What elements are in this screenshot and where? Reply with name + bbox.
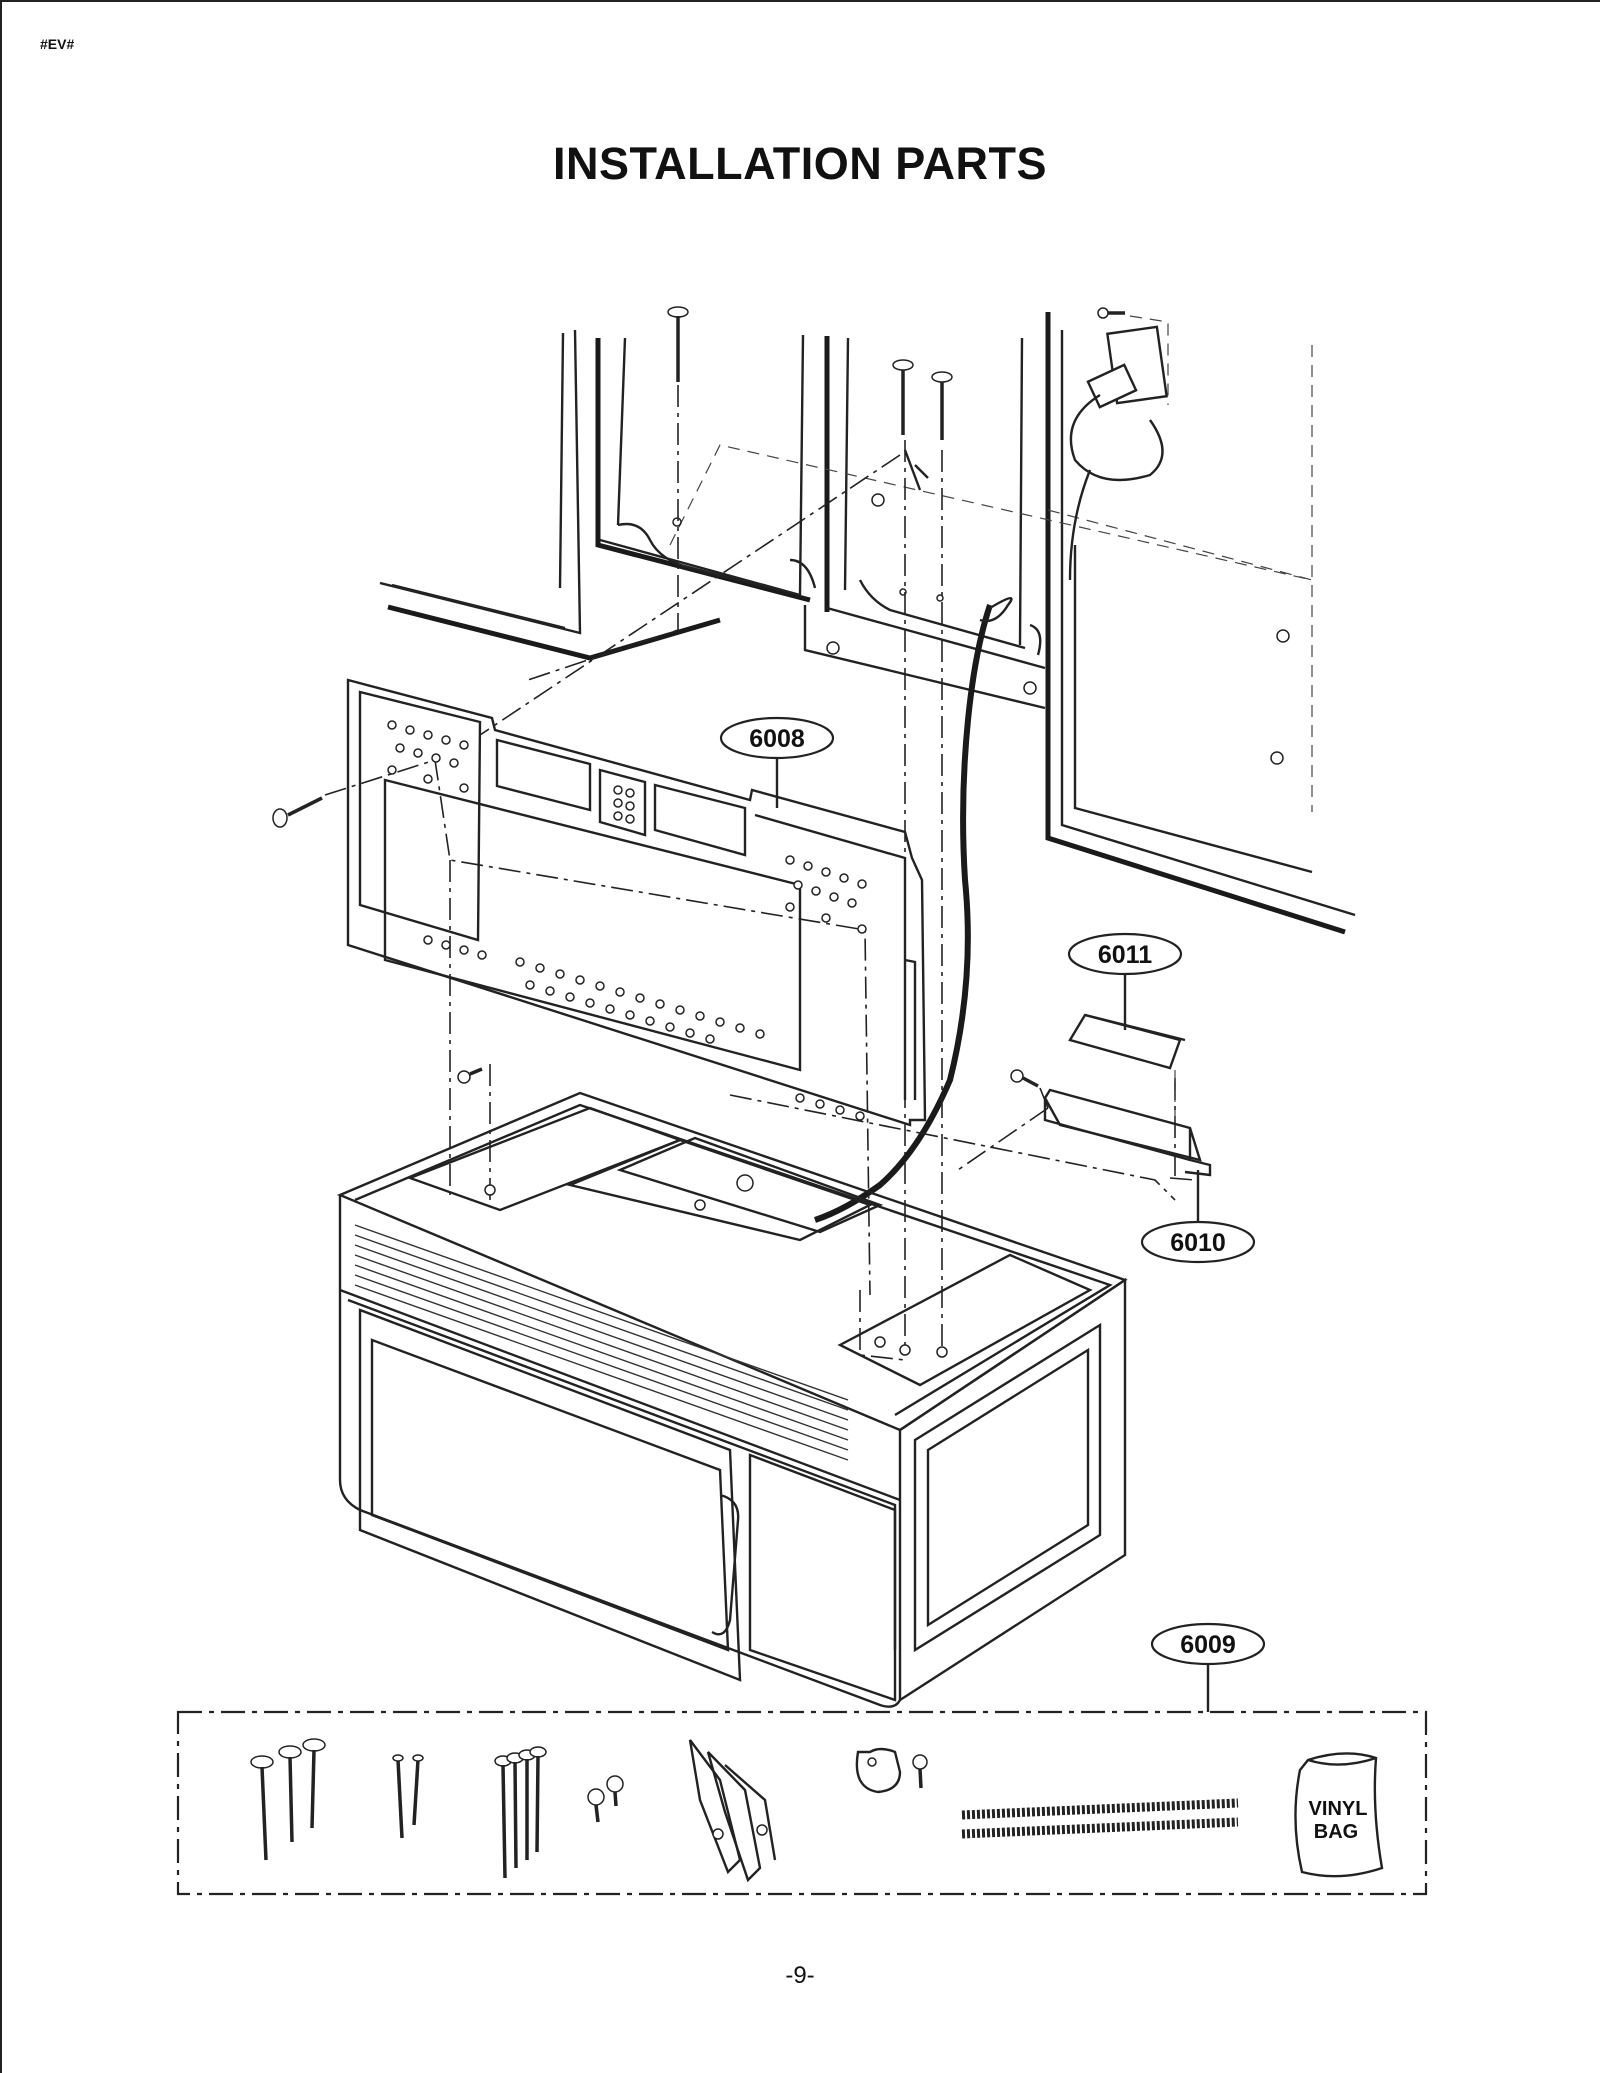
document-code: #EV#: [40, 36, 75, 52]
part-number-6009: 6009: [1180, 1631, 1236, 1659]
anchor-plugs-icon: [392, 1754, 424, 1839]
plate-holes: [387, 720, 867, 1121]
bag-label-line2: BAG: [1314, 1821, 1358, 1843]
callout-6009: 6009: [1150, 1622, 1266, 1712]
wall-cabinets: [379, 312, 1356, 935]
part-number-6011: 6011: [1098, 941, 1152, 969]
installation-kit: VINYL BAG: [176, 1710, 1428, 1896]
toggle-wings-icon: [688, 1739, 777, 1883]
callout-6010: 6010: [1140, 1170, 1256, 1264]
bag-label-line1: VINYL: [1309, 1798, 1368, 1820]
top-mounting-screws: [272, 306, 1039, 1088]
foam-strips-icon: [961, 1798, 1239, 1839]
callout-6008: 6008: [719, 716, 835, 808]
part-number-6008: 6008: [749, 725, 805, 753]
toggle-bolts-icon: [494, 1746, 547, 1879]
page-title: INSTALLATION PARTS: [553, 138, 1047, 189]
power-cord: [814, 307, 1169, 1223]
mounting-plate: [346, 678, 927, 1127]
damper-and-duct: [1043, 1013, 1212, 1177]
part-number-6010: 6010: [1170, 1229, 1226, 1257]
vinyl-bag-icon: VINYL BAG: [1294, 1752, 1384, 1878]
cord-clamp-icon: [855, 1747, 928, 1794]
microwave-oven: [336, 1091, 1128, 1708]
wood-screws-icon: [250, 1738, 326, 1861]
page-number: -9-: [785, 1962, 815, 1989]
callout-6011: 6011: [1067, 932, 1183, 1030]
small-screws-icon: [587, 1775, 624, 1823]
